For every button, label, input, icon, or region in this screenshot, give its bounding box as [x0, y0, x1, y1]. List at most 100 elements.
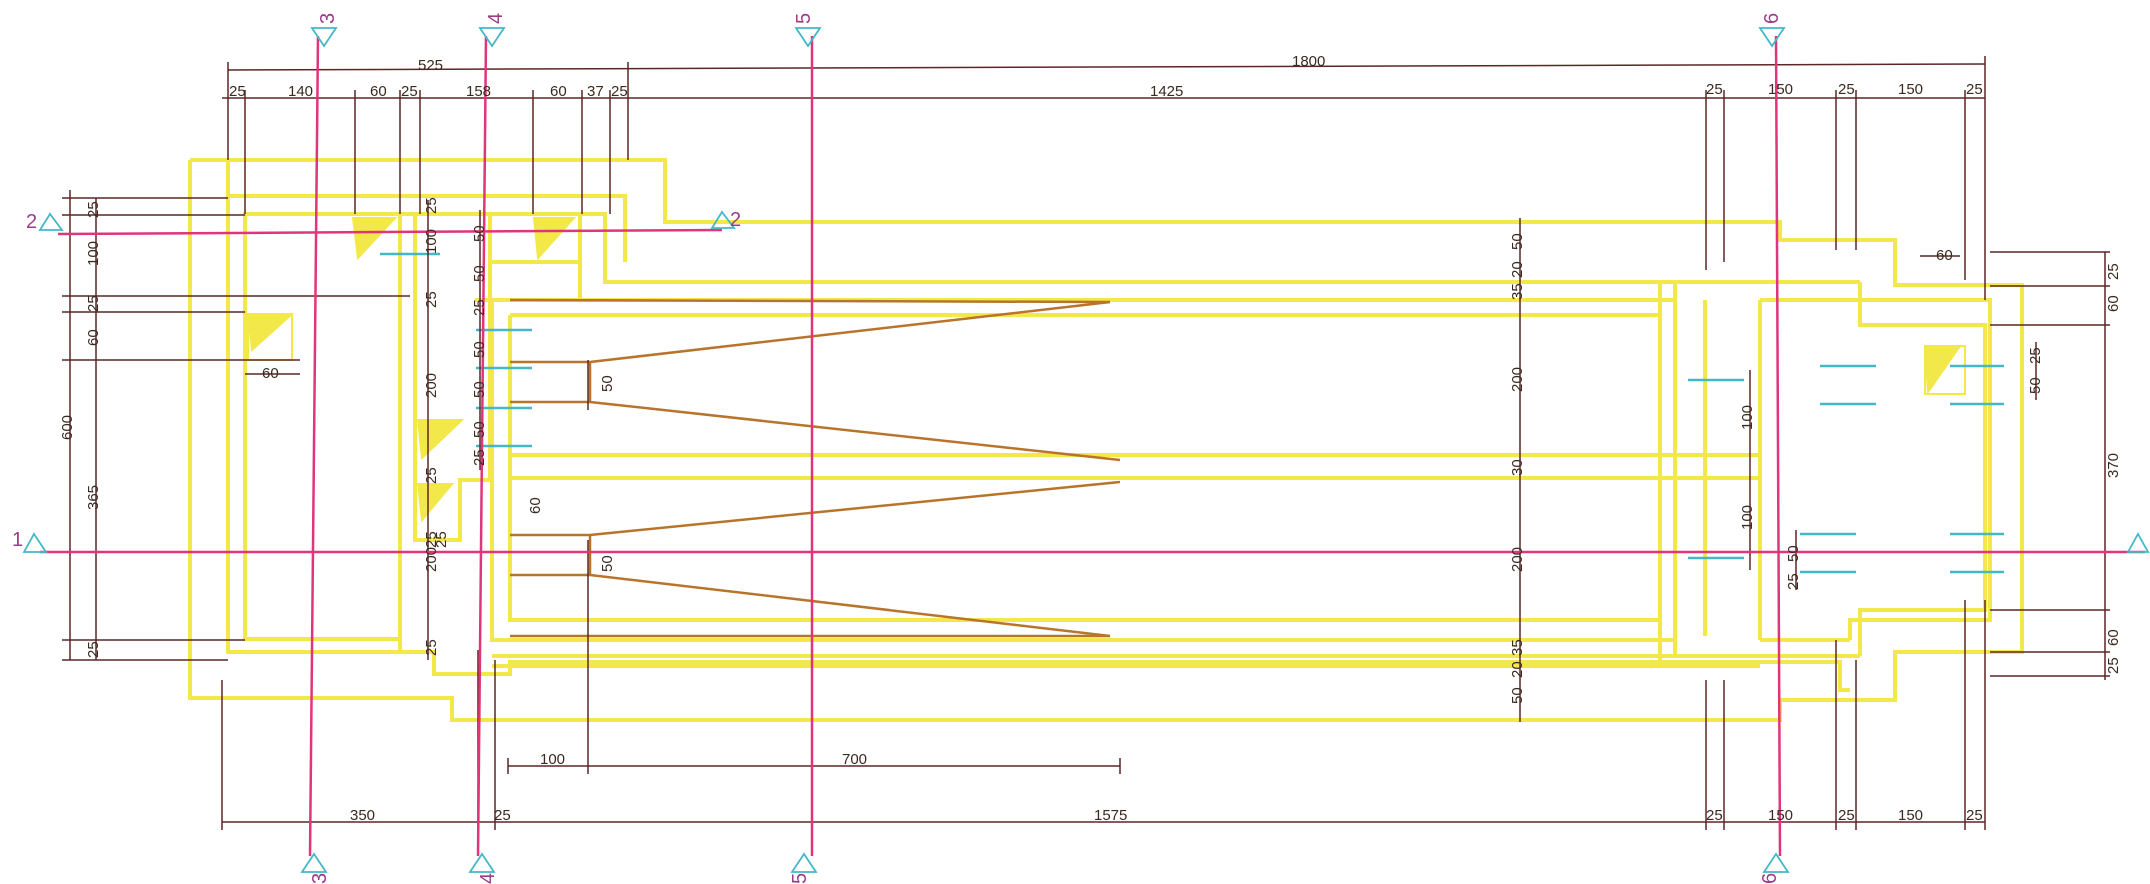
section-line-6	[1774, 35, 1782, 857]
dim-labels-left: 25 100 25 60 600 365 25 60	[59, 201, 279, 658]
dim-mid-35a: 35	[1509, 283, 1526, 300]
upper-room	[488, 212, 582, 264]
dim-top-a3: 60	[370, 83, 387, 100]
dim-bottom-25a: 25	[494, 807, 511, 824]
section-5-bottom-label: 5	[789, 873, 811, 884]
dim-inner-25d: 25	[433, 531, 450, 548]
dim-top-a7: 37	[587, 83, 604, 100]
section-line-3	[308, 35, 320, 857]
section-6-top-label: 6	[1761, 13, 1783, 24]
dim-edge-60a: 60	[2105, 295, 2122, 312]
dim-labels-right: 100 100 50 25 60 25 50 25 60 370 60 25	[1739, 247, 2122, 674]
dim-inner-25a: 25	[423, 197, 440, 214]
dim-slope-50a: 50	[599, 375, 616, 392]
dim-inner-25c: 25	[423, 467, 440, 484]
dim-col-50b: 50	[471, 265, 488, 282]
dim-inner-200a: 200	[423, 373, 440, 398]
dim-bottom-150a: 150	[1768, 807, 1793, 824]
channel-top-1	[490, 300, 1675, 642]
dim-top-a1: 25	[229, 83, 246, 100]
dim-inner-200b: 200	[423, 547, 440, 572]
dim-top-r2: 150	[1768, 81, 1793, 98]
dim-left-525: 525	[418, 57, 443, 74]
left-chamber-outer	[226, 160, 1850, 692]
dim-right-50: 50	[1785, 545, 1802, 562]
section-markers	[22, 27, 2150, 873]
dim-mid-35b: 35	[1509, 639, 1526, 656]
dim-top-a6: 60	[550, 83, 567, 100]
dim-mid-50a: 50	[1509, 233, 1526, 250]
dim-mid-50b: 50	[1509, 687, 1526, 704]
section-4-bottom-label: 4	[477, 873, 499, 884]
channel-top-2	[508, 315, 1660, 622]
section-3-bottom-label: 3	[309, 873, 331, 884]
dim-inner-100: 100	[423, 229, 440, 254]
slope-lines	[509, 298, 1121, 638]
dim-main-1425: 1425	[1150, 83, 1183, 100]
dim-mid-20b: 20	[1509, 661, 1526, 678]
dim-top-a5: 158	[466, 83, 491, 100]
dim-left-25a: 25	[85, 201, 102, 218]
dim-top-r4: 150	[1898, 81, 1923, 98]
dim-left-365: 365	[85, 485, 102, 510]
section-4-top-label: 4	[485, 13, 507, 24]
dim-col-50a: 50	[471, 225, 488, 242]
dim-edge-60b: 60	[2105, 629, 2122, 646]
left-chamber-inner	[243, 212, 402, 641]
dim-slope-60: 60	[527, 497, 544, 514]
dim-left-600: 600	[59, 415, 76, 440]
left-third-wall	[245, 212, 1860, 284]
dim-slope-50b: 50	[599, 555, 616, 572]
dim-right-100a: 100	[1739, 405, 1756, 430]
dim-labels-bottom: 350 25 1575 25 150 25 150 25 100 700	[350, 751, 1983, 824]
dim-top-r1: 25	[1706, 81, 1723, 98]
section-1-left-label: 1	[12, 529, 23, 551]
right-chamber-a	[1858, 282, 1987, 656]
dim-labels-inner: 25 100 25 200 25 25 200 25 25 50 50 25 5…	[423, 197, 616, 656]
section-line-4	[476, 35, 488, 857]
section-6-bottom-label: 6	[1759, 873, 1781, 884]
dim-left-60h: 60	[262, 365, 279, 382]
dim-right-100b: 100	[1739, 505, 1756, 530]
dim-right-25w: 25	[2027, 347, 2044, 364]
dim-mid-200b: 200	[1509, 547, 1526, 572]
section-lines	[40, 35, 2145, 857]
dim-inner-25f: 25	[423, 531, 440, 548]
dim-labels-top: 1800 525 1425 25 140 60 25 158 60 37 25 …	[229, 53, 1983, 100]
dim-bottom-25c: 25	[1838, 807, 1855, 824]
section-line-2	[57, 228, 723, 236]
dim-inner-25b: 25	[423, 291, 440, 308]
dim-bottom-100: 100	[540, 751, 565, 768]
section-2-right-label: 2	[730, 209, 741, 231]
dim-edge-25a: 25	[2105, 263, 2122, 280]
dim-bottom-1575: 1575	[1094, 807, 1127, 824]
dim-top-r5: 25	[1966, 81, 1983, 98]
section-labels: 3 4 5 6 3 4 5 6 2 2 1	[12, 13, 1783, 884]
rebar-marks	[380, 252, 2004, 574]
dim-right-50w: 50	[2027, 377, 2044, 394]
left-second-wall	[228, 194, 627, 262]
dim-mid-30: 30	[1509, 459, 1526, 476]
dim-col-25a: 25	[471, 299, 488, 316]
dim-mid-200a: 200	[1509, 367, 1526, 392]
dim-bottom-25d: 25	[1966, 807, 1983, 824]
dim-left-100: 100	[85, 241, 102, 266]
dim-labels-middle: 50 20 35 200 30 200 35 20 50	[1509, 233, 1526, 704]
dim-overall: 1800	[1292, 53, 1325, 70]
section-3-top-label: 3	[317, 13, 339, 24]
dim-bottom-700: 700	[842, 751, 867, 768]
dim-col-25b: 25	[471, 449, 488, 466]
wall-outlines	[188, 158, 2024, 722]
dim-left-25b: 25	[85, 295, 102, 312]
dim-edge-25b: 25	[2105, 657, 2122, 674]
dim-top-a4: 25	[401, 83, 418, 100]
dim-top-r3: 25	[1838, 81, 1855, 98]
dim-col-50d: 50	[471, 381, 488, 398]
dim-top-a8: 25	[611, 83, 628, 100]
dim-right-60top: 60	[1936, 247, 1953, 264]
dim-bottom-25b: 25	[1706, 807, 1723, 824]
dim-left-25c: 25	[85, 641, 102, 658]
dim-edge-370: 370	[2105, 453, 2122, 478]
section-5-top-label: 5	[793, 13, 815, 24]
dimension-lines	[62, 56, 2110, 830]
